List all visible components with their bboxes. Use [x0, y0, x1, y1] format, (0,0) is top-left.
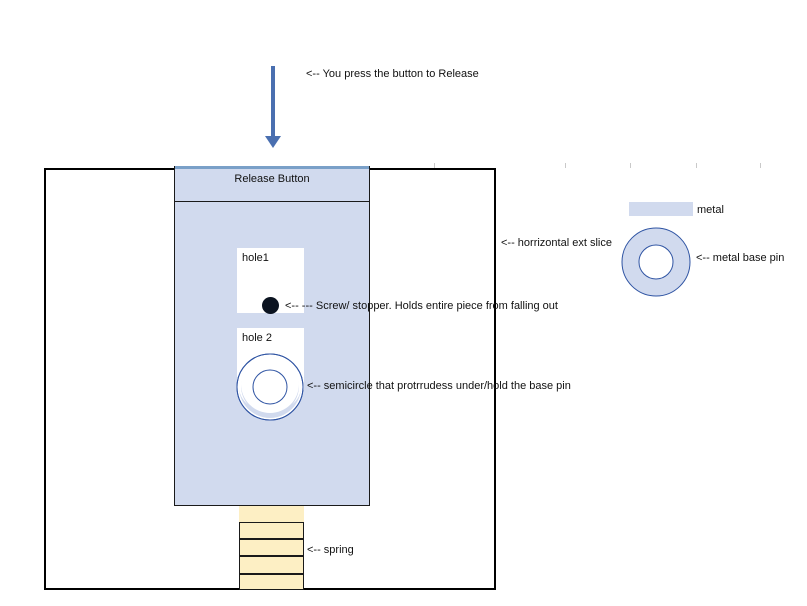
- metal-base-pin-icon: [621, 227, 691, 297]
- spring-segment: [239, 506, 304, 522]
- base-pin-ring: [236, 353, 304, 421]
- tick-mark: [434, 163, 435, 168]
- metal-legend-label: metal: [697, 204, 724, 216]
- hole-2-label: hole 2: [242, 332, 272, 344]
- tick-mark: [696, 163, 697, 168]
- hole-1-label: hole1: [242, 252, 269, 264]
- screw-stopper-label: <-- --- Screw/ stopper. Holds entire pie…: [285, 300, 558, 312]
- tick-mark: [565, 163, 566, 168]
- release-button-title: Release Button: [234, 173, 310, 185]
- spring-segment: [239, 556, 304, 574]
- release-instruction-label: <-- You press the button to Release: [306, 68, 479, 80]
- metal-legend-swatch: [629, 202, 693, 216]
- button-divider-line: [175, 201, 369, 202]
- screw-stopper: [262, 297, 279, 314]
- tick-mark: [630, 163, 631, 168]
- button-top-edge: [175, 166, 369, 169]
- tick-mark: [760, 163, 761, 168]
- press-down-arrow: [265, 66, 281, 148]
- semicircle-label: <-- semicircle that protrrudess under/ho…: [307, 380, 571, 392]
- horizontal-slice-label: <-- horrizontal ext slice: [501, 237, 612, 249]
- spring-label: <-- spring: [307, 544, 354, 556]
- metal-base-pin-label: <-- metal base pin: [696, 252, 785, 264]
- spring-segment: [239, 574, 304, 590]
- spring-segment: [239, 522, 304, 539]
- spring-segment: [239, 539, 304, 556]
